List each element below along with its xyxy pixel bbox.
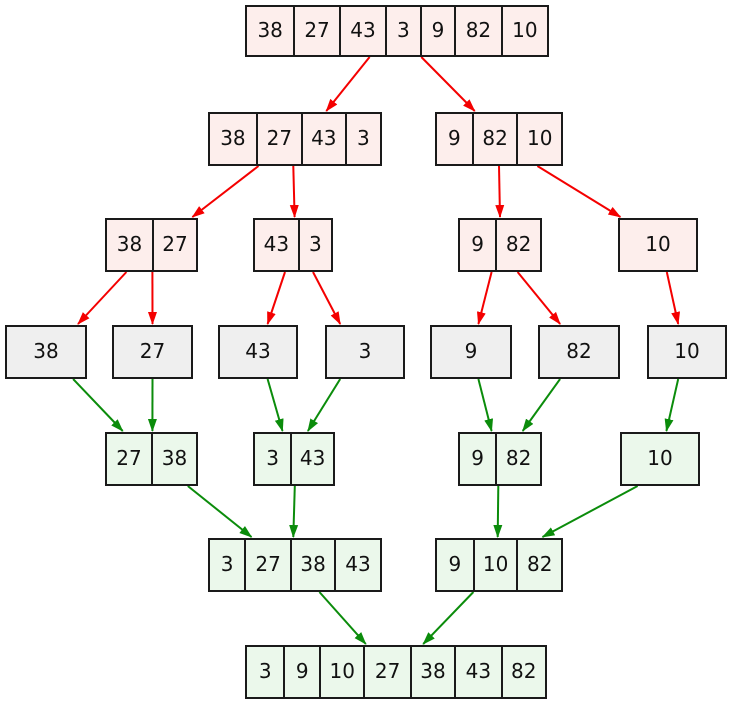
array-cell-43: 43 [338, 7, 385, 55]
array-cell-3: 3 [220, 552, 234, 576]
array-cell-3: 3 [297, 220, 331, 270]
array-cell-82: 82 [471, 114, 517, 164]
split-node-10: 10 [618, 218, 698, 272]
array-cell-43: 43 [300, 114, 345, 164]
split-arrow [476, 271, 493, 325]
split-arrow [77, 271, 128, 325]
split-arrow [516, 271, 561, 325]
leaf-node-43: 43 [218, 325, 298, 379]
array-cell-9: 9 [464, 339, 478, 363]
array-cell-27: 27 [363, 647, 409, 697]
array-cell-10: 10 [472, 540, 517, 590]
array-cell-9: 9 [419, 7, 455, 55]
leaf-node-82: 82 [538, 325, 620, 379]
array-cell-9: 9 [448, 552, 462, 576]
merge-arrow [521, 378, 561, 432]
array-cell-27: 27 [139, 339, 166, 363]
merge-node-9-82: 9 82 [458, 432, 542, 486]
leaf-node-10: 10 [647, 325, 727, 379]
array-cell-43: 43 [454, 647, 500, 697]
merge-arrow [72, 378, 124, 432]
array-cell-27: 27 [293, 7, 338, 55]
split-arrow [665, 271, 681, 325]
array-cell-43: 43 [334, 540, 380, 590]
merge-node-10: 10 [620, 432, 700, 486]
split-arrow [266, 271, 286, 325]
array-cell-9: 9 [448, 126, 461, 150]
array-cell-43: 43 [263, 232, 290, 256]
array-cell-10: 10 [500, 7, 547, 55]
array-cell-27: 27 [151, 220, 196, 270]
split-arrow [495, 165, 505, 218]
merge-arrow [493, 485, 503, 538]
array-cell-3: 3 [344, 114, 380, 164]
merge-arrow [664, 378, 680, 432]
array-cell-82: 82 [495, 220, 540, 270]
array-cell-38: 38 [150, 434, 196, 484]
array-cell-10: 10 [674, 339, 700, 363]
merge-arrow [541, 485, 639, 538]
merge-node-3-43: 3 43 [253, 432, 335, 486]
array-cell-38: 38 [220, 126, 246, 150]
merge-arrow [289, 485, 299, 538]
split-node-43-3: 43 3 [253, 218, 333, 272]
array-cell-38: 38 [409, 647, 454, 697]
array-cell-3: 3 [358, 339, 372, 363]
array-cell-38: 38 [33, 339, 59, 363]
array-cell-82: 82 [495, 434, 540, 484]
split-arrow [191, 165, 260, 218]
split-node-38-27: 38 27 [105, 218, 198, 272]
array-cell-43: 43 [290, 434, 333, 484]
array-cell-3: 3 [385, 7, 420, 55]
array-cell-27: 27 [116, 446, 142, 470]
merge-arrow [477, 378, 494, 432]
merge-node-27-38: 27 38 [105, 432, 198, 486]
split-arrow [325, 56, 371, 112]
array-cell-9: 9 [283, 647, 319, 697]
array-cell-10: 10 [516, 114, 561, 164]
leaf-node-9: 9 [430, 325, 512, 379]
array-cell-27: 27 [244, 540, 290, 590]
array-cell-43: 43 [245, 339, 271, 363]
split-arrow [289, 165, 299, 218]
array-cell-3: 3 [258, 659, 272, 683]
array-cell-82: 82 [516, 540, 561, 590]
array-cell-3: 3 [266, 446, 279, 470]
leaf-node-3: 3 [325, 325, 405, 379]
merge-arrow [187, 485, 253, 538]
array-cell-82: 82 [566, 339, 592, 363]
leaf-node-38: 38 [5, 325, 87, 379]
split-node-9-82: 9 82 [458, 218, 542, 272]
array-cell-82: 82 [500, 647, 545, 697]
array-cell-27: 27 [255, 114, 301, 164]
leaf-node-27: 27 [112, 325, 193, 379]
array-cell-38: 38 [257, 18, 283, 42]
array-cell-10: 10 [645, 232, 671, 256]
array-cell-9: 9 [471, 446, 484, 470]
split-arrow [312, 271, 342, 325]
array-cell-38: 38 [290, 540, 334, 590]
array-cell-10: 10 [319, 647, 363, 697]
array-cell-38: 38 [116, 232, 143, 256]
merge-arrow [422, 591, 475, 645]
merge-arrow [266, 378, 284, 432]
merge-arrow [307, 378, 342, 432]
split-arrow [420, 56, 476, 112]
array-cell-82: 82 [454, 7, 500, 55]
array-cell-10: 10 [647, 446, 673, 470]
merge-arrow [318, 591, 367, 645]
split-arrow [536, 165, 622, 218]
array-cell-9: 9 [471, 232, 484, 256]
